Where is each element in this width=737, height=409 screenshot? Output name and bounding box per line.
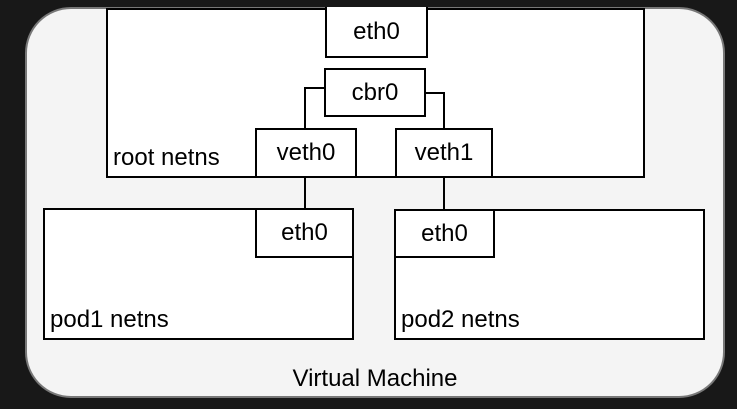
pod2-eth0-box: eth0: [394, 209, 495, 258]
connector-veth0-pod1-eth0: [304, 176, 306, 210]
connector-cbr0-veth0-vertical: [304, 87, 306, 130]
connector-cbr0-veth1-horizontal: [424, 92, 445, 94]
veth0-label: veth0: [276, 139, 336, 166]
pod2-eth0-label: eth0: [421, 219, 468, 247]
cbr0-label: cbr0: [351, 78, 399, 106]
veth1-box: veth1: [395, 128, 493, 178]
root-eth0-box: eth0: [325, 7, 428, 58]
connector-veth1-pod2-eth0: [443, 176, 445, 211]
virtual-machine-label: Virtual Machine: [292, 365, 458, 392]
connector-cbr0-veth1-vertical: [443, 92, 445, 130]
pod1-eth0-box: eth0: [255, 208, 354, 258]
pod2-netns-box: pod2 netns: [394, 209, 705, 340]
root-netns-label: root netns: [113, 144, 220, 171]
pod1-eth0-label: eth0: [281, 219, 328, 246]
pod1-netns-label: pod1 netns: [50, 306, 169, 333]
connector-cbr0-veth0-horizontal: [304, 87, 326, 89]
frame-top-band: [0, 0, 737, 7]
pod2-netns-label: pod2 netns: [401, 306, 520, 333]
cbr0-box: cbr0: [324, 68, 426, 117]
root-eth0-label: eth0: [353, 17, 400, 45]
veth1-label: veth1: [414, 139, 474, 166]
veth0-box: veth0: [255, 128, 357, 178]
